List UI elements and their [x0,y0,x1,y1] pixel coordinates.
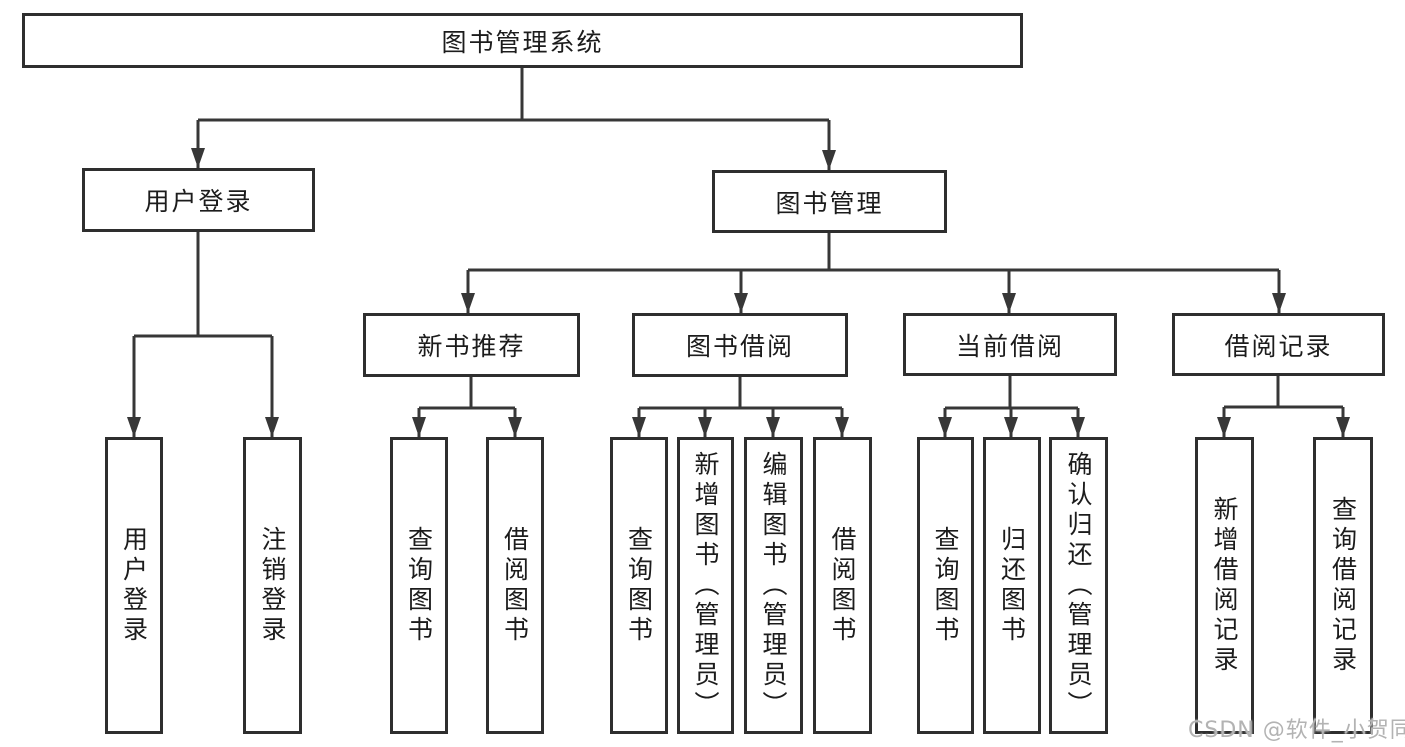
node-cb-query: 查询图书 [917,437,974,734]
node-nb-borrow: 借阅图书 [486,437,544,734]
node-leaf-logout: 注销登录 [243,437,302,734]
node-label: 归还图书 [997,525,1027,646]
node-book-mgmt: 图书管理 [712,170,947,233]
node-br-add: 新增借阅记录 [1195,437,1254,734]
node-label: 确认归还（管理员） [1064,450,1093,721]
arrowhead-icon [1002,293,1016,313]
node-label: 编辑图书（管理员） [759,450,788,721]
node-label: 借阅记录 [1224,331,1333,361]
node-bb-add: 新增图书（管理员） [677,437,734,734]
arrowhead-icon [1004,417,1018,437]
node-new-book-rec: 新书推荐 [363,313,580,377]
node-label: 用户登录 [144,187,253,216]
node-user-login: 用户登录 [82,168,315,232]
node-label: 注销登录 [258,525,287,646]
watermark: CSDN @软件_小贺同学 [1188,718,1405,743]
node-root: 图书管理系统 [22,13,1023,68]
node-label: 新增借阅记录 [1210,495,1239,676]
node-label: 图书管理 [775,188,884,218]
arrowhead-icon [698,417,712,437]
arrowhead-icon [412,417,426,437]
node-label: 查询图书 [624,525,654,646]
arrowhead-icon [632,417,646,437]
arrowhead-icon [265,417,279,437]
node-book-borrow: 图书借阅 [632,313,848,377]
node-borrow-records: 借阅记录 [1172,313,1385,376]
arrowhead-icon [822,150,836,170]
node-label: 查询图书 [931,525,960,646]
node-label: 图书管理系统 [441,27,604,57]
node-bb-query: 查询图书 [610,437,668,734]
node-label: 当前借阅 [955,331,1064,361]
node-label: 图书借阅 [685,332,794,361]
node-label: 查询图书 [404,525,434,646]
node-cb-return: 归还图书 [983,437,1041,734]
arrowhead-icon [1336,417,1350,437]
arrowhead-icon [766,417,780,437]
node-leaf-login: 用户登录 [105,437,163,734]
arrowhead-icon [191,148,205,168]
node-label: 新增图书（管理员） [691,450,720,721]
node-nb-query: 查询图书 [390,437,448,734]
arrowhead-icon [1272,293,1286,313]
arrowhead-icon [734,293,748,313]
arrowhead-icon [1217,417,1231,437]
arrowhead-icon [835,417,849,437]
node-bb-edit: 编辑图书（管理员） [744,437,803,734]
node-bb-borrow: 借阅图书 [813,437,872,734]
node-label: 查询借阅记录 [1328,495,1358,676]
arrowhead-icon [1071,417,1085,437]
node-label: 借阅图书 [500,525,530,646]
node-br-query: 查询借阅记录 [1313,437,1373,734]
node-cb-confirm: 确认归还（管理员） [1049,437,1108,734]
node-label: 新书推荐 [417,332,526,361]
node-label: 借阅图书 [828,525,857,646]
arrowhead-icon [938,417,952,437]
node-label: 用户登录 [119,525,149,646]
node-current-borrow: 当前借阅 [903,313,1117,376]
arrowhead-icon [127,417,141,437]
arrowhead-icon [508,417,522,437]
arrowhead-icon [461,293,475,313]
